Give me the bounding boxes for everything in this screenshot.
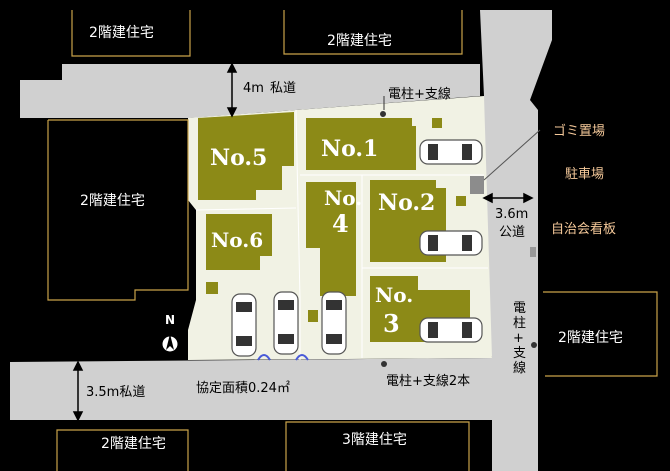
lot-no2: No.2 bbox=[378, 190, 435, 216]
lot-no4-number: 4 bbox=[332, 209, 349, 238]
pole-top-label: 電柱+支線 bbox=[388, 86, 451, 102]
utility-poles bbox=[380, 111, 537, 367]
north-compass: N bbox=[161, 313, 179, 353]
building-no6 bbox=[206, 214, 272, 270]
neighbor-left: 2階建住宅 bbox=[80, 193, 145, 209]
porch-no6 bbox=[206, 282, 218, 294]
porch-no4 bbox=[308, 310, 318, 322]
building-no4 bbox=[306, 182, 356, 296]
bottom-private-road bbox=[10, 358, 492, 420]
garbage-leader bbox=[483, 129, 541, 181]
lot-no3-number: 3 bbox=[383, 309, 400, 338]
top-road-width: 4m bbox=[243, 81, 264, 96]
neighbor-top-left: 2階建住宅 bbox=[89, 25, 154, 41]
agreement-area-label: 協定面積0.24㎡ bbox=[196, 381, 290, 396]
neighbor-outlines bbox=[47, 10, 658, 471]
lot-no3-prefix: No. bbox=[375, 283, 413, 307]
building-no1 bbox=[306, 118, 416, 170]
pole-right-dot bbox=[531, 342, 537, 348]
neighbor-bottom-center: 3階建住宅 bbox=[342, 432, 407, 448]
neighbor-top-center: 2階建住宅 bbox=[327, 33, 392, 49]
pole-right-char-1: 電 bbox=[513, 301, 526, 316]
road-labels: 4m 私道 3.5m私道 3.6m 公道 bbox=[86, 81, 528, 400]
lot-no5: No.5 bbox=[210, 145, 267, 171]
right-road-width: 3.6m bbox=[495, 207, 528, 222]
lot-no4-prefix: No. bbox=[324, 186, 362, 210]
pole-top-dot bbox=[380, 111, 386, 117]
top-road-type: 私道 bbox=[270, 81, 296, 96]
lot-numbers: No.1 No.2 No. 3 No. 4 No.5 No.6 bbox=[210, 136, 435, 338]
top-private-road bbox=[20, 64, 480, 118]
car-windows bbox=[236, 144, 472, 346]
garbage-label: ゴミ置場 bbox=[553, 123, 605, 139]
porch-no2 bbox=[456, 196, 466, 206]
right-road-type: 公道 bbox=[499, 225, 525, 240]
lot-no1: No.1 bbox=[321, 136, 378, 162]
board-label: 自治会看板 bbox=[551, 221, 616, 237]
right-public-road bbox=[480, 10, 552, 471]
neighbor-labels: 2階建住宅 2階建住宅 2階建住宅 2階建住宅 2階建住宅 3階建住宅 bbox=[80, 25, 623, 452]
pole-right-char-2: 柱 bbox=[513, 316, 526, 331]
dimension-arrows bbox=[72, 62, 534, 422]
garbage-area bbox=[470, 176, 484, 194]
lot-no6: No.6 bbox=[211, 228, 263, 252]
pole-bottom-dot bbox=[381, 361, 387, 367]
community-board bbox=[530, 247, 536, 257]
porch-no1 bbox=[432, 118, 442, 128]
bottom-road-label: 3.5m私道 bbox=[86, 385, 145, 400]
pole-right-char-5: 線 bbox=[513, 360, 526, 376]
pole-right-char-3: + bbox=[513, 331, 524, 346]
parking-label: 駐車場 bbox=[565, 167, 604, 182]
annotations: 電柱+支線 電柱+支線2本 協定面積0.24㎡ ゴミ置場 駐車場 自治会看板 電… bbox=[196, 86, 616, 396]
north-label: N bbox=[165, 313, 175, 327]
agreement-area-marks bbox=[257, 354, 309, 361]
lot-lines bbox=[195, 109, 488, 360]
pole-right-char-4: 支 bbox=[513, 346, 526, 361]
pole-bottom-label: 電柱+支線2本 bbox=[386, 373, 470, 389]
neighbor-bottom-left: 2階建住宅 bbox=[101, 436, 166, 452]
building-no5 bbox=[198, 112, 294, 200]
neighbor-right: 2階建住宅 bbox=[558, 330, 623, 346]
